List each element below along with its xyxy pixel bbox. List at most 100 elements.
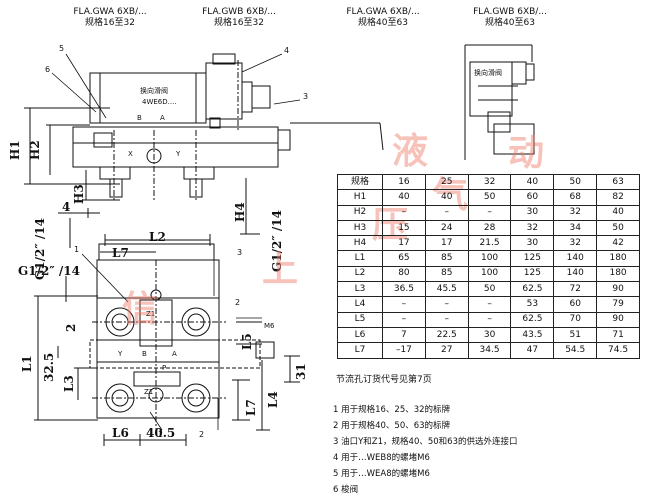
dim-h2: H2: [28, 140, 42, 160]
port-bottom-y: Y: [118, 350, 123, 358]
table-cell: 65: [382, 250, 426, 267]
row-label-cell: L1: [337, 250, 383, 267]
table-cell: 54.5: [553, 342, 598, 359]
table-cell: 85: [424, 250, 469, 267]
table-cell: 17: [382, 235, 426, 252]
port-y: Y: [176, 150, 181, 158]
solenoid-label-cn: 换向滑阀: [474, 69, 502, 77]
table-cell: 30: [510, 235, 555, 252]
dimension-lines-bottom: [34, 234, 300, 446]
dim-l4: L4: [266, 391, 280, 408]
header-size: 规格16至32: [85, 18, 135, 28]
table-cell: 34: [553, 219, 598, 237]
side-view-large: [290, 44, 535, 160]
table-cell: 180: [596, 250, 640, 267]
table-cell: 60: [553, 296, 598, 313]
table-cell: –: [424, 311, 469, 328]
table-cell: 43.5: [510, 326, 555, 344]
callout-2: 2: [235, 298, 241, 307]
callout-2b: 2: [199, 430, 205, 439]
header-gwb-40-63: FLA.GWB 6XB/... 规格40至63: [456, 7, 564, 29]
table-cell: 60: [510, 189, 555, 206]
table-cell: 100: [467, 250, 512, 267]
row-label-cell: L3: [337, 281, 383, 298]
port-bottom-a: A: [172, 350, 177, 358]
table-cell: –: [424, 204, 469, 221]
table-cell: 30: [467, 326, 512, 344]
dim-l7-bot: L7: [244, 399, 258, 416]
port-b: B: [137, 114, 142, 122]
header-model: FLA.GWA 6XB/...: [73, 7, 147, 17]
note-item: 4 用于…WEB8的螺堵M6: [333, 453, 430, 463]
table-cell: 7: [382, 326, 426, 344]
dim-40-5: 40.5: [146, 426, 176, 440]
row-label-cell: H3: [337, 219, 383, 237]
leader-lines: [51, 53, 301, 431]
table-cell: 80: [382, 265, 426, 283]
header-size: 规格16至32: [214, 18, 264, 28]
table-cell: 82: [596, 189, 640, 206]
callout-4: 4: [284, 46, 290, 55]
row-label-cell: H1: [337, 189, 383, 206]
dim-2: 2: [64, 323, 78, 332]
row-label-cell: H4: [337, 235, 383, 252]
table-cell: 30: [510, 204, 555, 221]
table-cell: –: [382, 204, 426, 221]
table-cell: –: [467, 204, 512, 221]
header-model: FLA.GWA 6XB/...: [346, 7, 420, 17]
table-cell: –: [424, 296, 469, 313]
table-cell: 180: [596, 265, 640, 283]
table-cell: –: [467, 296, 512, 313]
row-label-cell: L2: [337, 265, 383, 283]
header-model: FLA.GWB 6XB/...: [473, 7, 547, 17]
port-bottom-b: B: [142, 350, 147, 358]
callout-3: 3: [303, 92, 309, 101]
note-item: 1 用于规格16、25、32的标牌: [333, 405, 451, 415]
table-cell: 50: [467, 281, 512, 298]
table-cell: 85: [424, 265, 469, 283]
dim-h3: H3: [72, 184, 86, 204]
table-cell: –: [382, 296, 426, 313]
header-size: 规格40至63: [358, 18, 408, 28]
table-cell: 45.5: [424, 281, 469, 298]
table-cell: 40: [382, 189, 426, 206]
table-cell: 70: [553, 311, 598, 328]
row-label-cell: L4: [337, 296, 383, 313]
port-a: A: [160, 114, 165, 122]
valve-label-model: 4WE6D....: [142, 98, 177, 106]
table-cell: 16: [382, 173, 426, 191]
callout-5: 5: [59, 44, 65, 53]
table-cell: 17: [424, 235, 469, 252]
plan-view: [89, 243, 275, 430]
row-label-cell: L6: [337, 326, 383, 344]
dim-32-5: 32.5: [42, 352, 56, 382]
orifice-footnote: 节流孔订货代号见第7页: [336, 375, 432, 385]
table-cell: 125: [510, 265, 555, 283]
side-view: [72, 53, 291, 200]
table-cell: 50: [553, 173, 598, 191]
dim-l6: L6: [112, 426, 129, 440]
note-item: 6 梭阀: [333, 485, 359, 495]
row-label-cell: 规格: [337, 173, 383, 191]
table-cell: 90: [596, 281, 640, 298]
dim-g-mid: G1/2″ /14: [18, 264, 80, 278]
row-label-cell: H2: [337, 204, 383, 221]
table-cell: 79: [596, 296, 640, 313]
port-p: P: [162, 364, 167, 372]
row-label-cell: L7: [337, 342, 383, 359]
watermark-char: 动: [508, 132, 545, 174]
header-size: 规格40至63: [485, 18, 535, 28]
header-gwa-16-32: FLA.GWA 6XB/... 规格16至32: [56, 7, 164, 29]
watermark-char: 液: [392, 130, 429, 172]
port-x: X: [128, 150, 133, 158]
table-cell: 28: [467, 219, 512, 237]
